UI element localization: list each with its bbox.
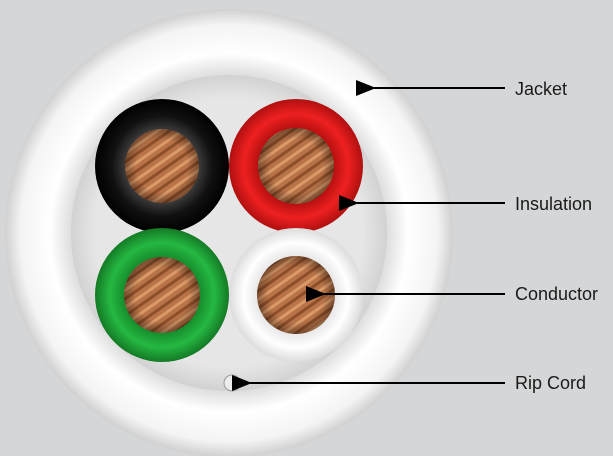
rip-cord-label: Rip Cord: [515, 373, 587, 393]
conductor-shade: [124, 257, 200, 333]
wire-white: [229, 228, 363, 362]
conductor-shade: [258, 128, 334, 204]
insulation-label: Insulation: [515, 194, 593, 214]
jacket-label: Jacket: [515, 79, 568, 99]
conductor-shade: [257, 256, 335, 334]
wire-black: [95, 99, 229, 233]
wire-green: [95, 228, 229, 362]
conductor-shade: [125, 129, 199, 203]
conductor-label: Conductor: [515, 284, 599, 304]
rip-cord: [223, 374, 241, 392]
wire-red: [229, 99, 363, 233]
